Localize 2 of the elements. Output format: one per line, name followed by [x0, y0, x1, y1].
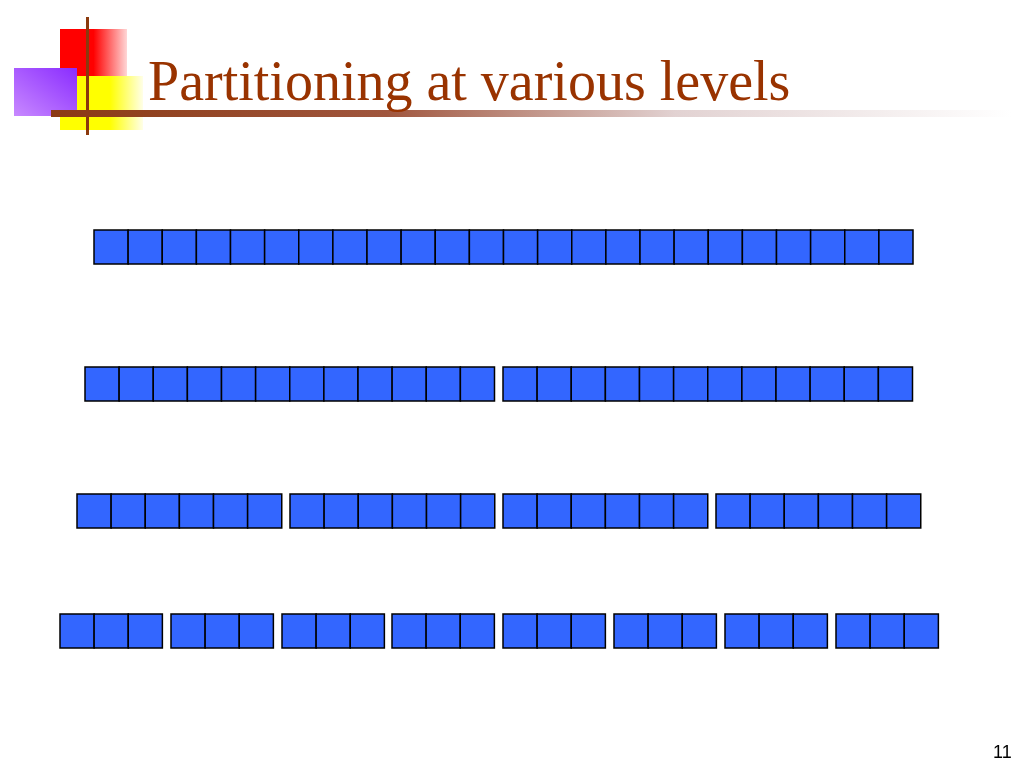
- slide-title: Partitioning at various levels: [148, 50, 791, 112]
- page-number: 11: [993, 742, 1012, 762]
